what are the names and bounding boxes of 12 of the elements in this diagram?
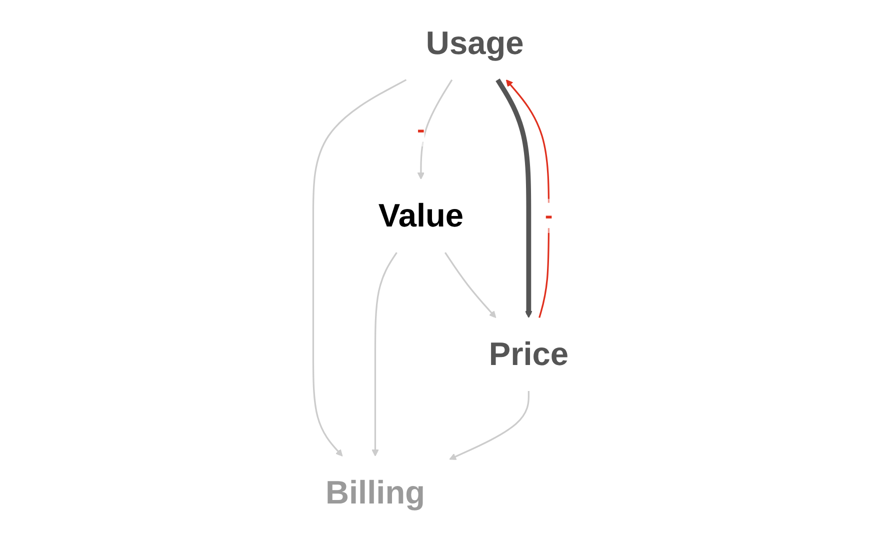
node-text: Billing (325, 474, 426, 511)
arrow (506, 80, 550, 318)
arrow (312, 79, 407, 456)
arrow (449, 391, 530, 460)
arrow (372, 252, 398, 456)
arrow (444, 252, 496, 318)
edge-label: - (544, 202, 553, 228)
node-text: Usage (426, 25, 524, 62)
edge-label: - (417, 116, 425, 142)
node-text: Price (488, 336, 569, 372)
node-text: Value (378, 198, 464, 234)
arrow (496, 78, 532, 318)
